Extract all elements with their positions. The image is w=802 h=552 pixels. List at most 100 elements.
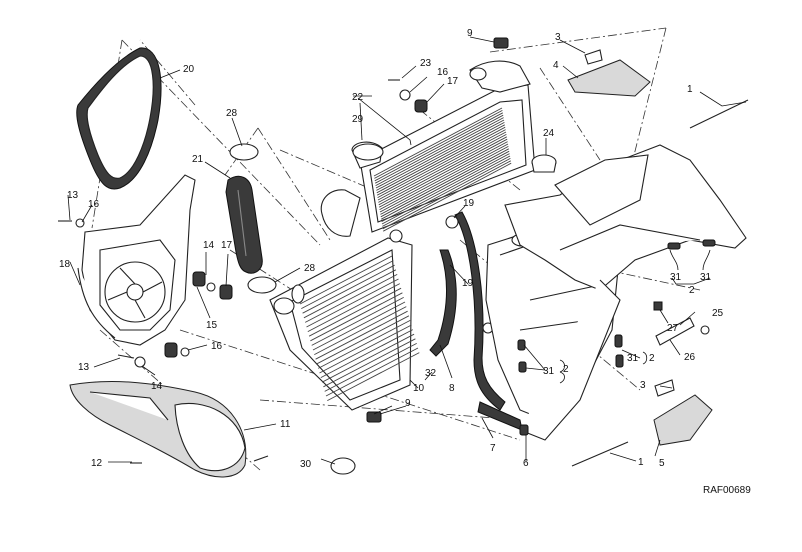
lower-cover-part-11 <box>69 380 247 478</box>
callout: 13 <box>67 190 79 201</box>
callout: 26 <box>684 352 696 363</box>
callout: 31 <box>543 366 555 377</box>
callout: 14 <box>203 240 215 251</box>
radiator-fin <box>299 255 393 305</box>
callout: 3 <box>555 32 561 43</box>
fan-assembly-18 <box>77 174 196 346</box>
radiator-fin <box>379 141 508 210</box>
callout: 10 <box>413 383 425 394</box>
radiator-fin <box>316 315 410 365</box>
radiator-fin <box>379 143 509 213</box>
callout: 20 <box>183 64 195 75</box>
radiator-fin <box>380 150 510 220</box>
bracket-brace <box>559 359 565 384</box>
callout: 30 <box>300 459 312 470</box>
radiator-fin <box>312 301 406 351</box>
radiator-fin <box>320 329 414 378</box>
lower-radiator-10 <box>269 229 420 411</box>
callout: 2 <box>649 353 655 364</box>
radiator-fin <box>311 297 404 346</box>
top-fittings <box>366 37 557 423</box>
drawing-reference: RAF00689 <box>703 485 751 496</box>
radiator-fin <box>374 112 504 182</box>
radiator-fin <box>301 260 394 309</box>
leader-lines <box>67 36 747 465</box>
lower-radiator-fins <box>299 255 420 401</box>
hose-part-21 <box>225 175 263 274</box>
callout: 19 <box>463 198 475 209</box>
radiator-fin <box>382 158 511 227</box>
radiator-fin <box>310 292 403 342</box>
radiator-fin <box>304 274 398 323</box>
callout: 5 <box>659 458 665 469</box>
callout: 23 <box>420 58 432 69</box>
radiator-fin <box>378 136 508 206</box>
callout: 11 <box>280 419 291 430</box>
brackets <box>567 49 713 446</box>
callout: 29 <box>352 114 364 125</box>
rods-part-1 <box>571 99 749 467</box>
callout: 6 <box>523 458 529 469</box>
radiator-fin <box>381 155 511 225</box>
callout: 4 <box>553 60 559 71</box>
callout: 2 <box>563 364 569 375</box>
callout: 1 <box>638 457 644 468</box>
radiator-fin <box>376 122 505 191</box>
callout: 9 <box>405 398 411 409</box>
radiator-fin <box>324 343 417 392</box>
callout: 22 <box>352 92 364 103</box>
callout: 15 <box>206 320 218 331</box>
callout: 16 <box>211 341 223 352</box>
callout: 18 <box>59 259 71 270</box>
callout: 28 <box>226 108 238 119</box>
callout: 16 <box>88 199 100 210</box>
callout: 31 <box>700 272 712 283</box>
callout: 19 <box>462 278 474 289</box>
radiator-fin <box>377 131 507 201</box>
bracket-brace <box>642 351 648 365</box>
callout: 1 <box>687 84 693 95</box>
radiator-fin <box>375 119 505 189</box>
radiator-fin <box>378 138 508 208</box>
radiator-fin <box>314 306 407 355</box>
callout: 8 <box>449 383 455 394</box>
callout: 27 <box>667 323 679 334</box>
radiator-fin <box>307 283 401 332</box>
bolt-part-6 <box>519 424 529 436</box>
upper-radiator-fins <box>373 107 512 232</box>
callout: 31 <box>670 272 682 283</box>
callout: 17 <box>221 240 233 251</box>
callout: 24 <box>543 128 555 139</box>
callout: 13 <box>78 362 90 373</box>
radiator-fin <box>380 146 509 215</box>
radiator-fin <box>382 160 512 230</box>
radiator-fin <box>327 352 420 401</box>
small-hoses-7-8 <box>429 211 523 431</box>
radiator-fin <box>374 114 504 184</box>
callout: 7 <box>490 443 496 454</box>
callout: 9 <box>467 28 473 39</box>
callout: 17 <box>447 76 459 87</box>
callout-labels: 1 1 2 2 2 3 3 4 5 6 7 8 9 9 10 11 12 13 … <box>59 28 751 496</box>
callout: 12 <box>91 458 103 469</box>
callout: 2 <box>689 285 695 296</box>
callout: 16 <box>437 67 449 78</box>
callout: 31 <box>627 353 639 364</box>
side-fairing <box>504 144 747 441</box>
fasteners-left <box>58 218 269 464</box>
radiator-fin <box>373 107 503 177</box>
radiator-fin <box>315 310 408 360</box>
radiator-fin <box>303 269 397 319</box>
callout: 25 <box>712 308 724 319</box>
radiator-fin <box>381 153 510 222</box>
callout: 3 <box>640 380 646 391</box>
radiator-fin <box>323 338 416 388</box>
callout: 32 <box>425 368 437 379</box>
hose-clamps-28 <box>229 143 356 475</box>
radiator-fin <box>378 134 507 203</box>
radiator-fin <box>374 110 503 179</box>
radiator-fin <box>377 129 506 198</box>
radiator-fin <box>302 264 395 314</box>
belt-part-20 <box>76 47 162 190</box>
